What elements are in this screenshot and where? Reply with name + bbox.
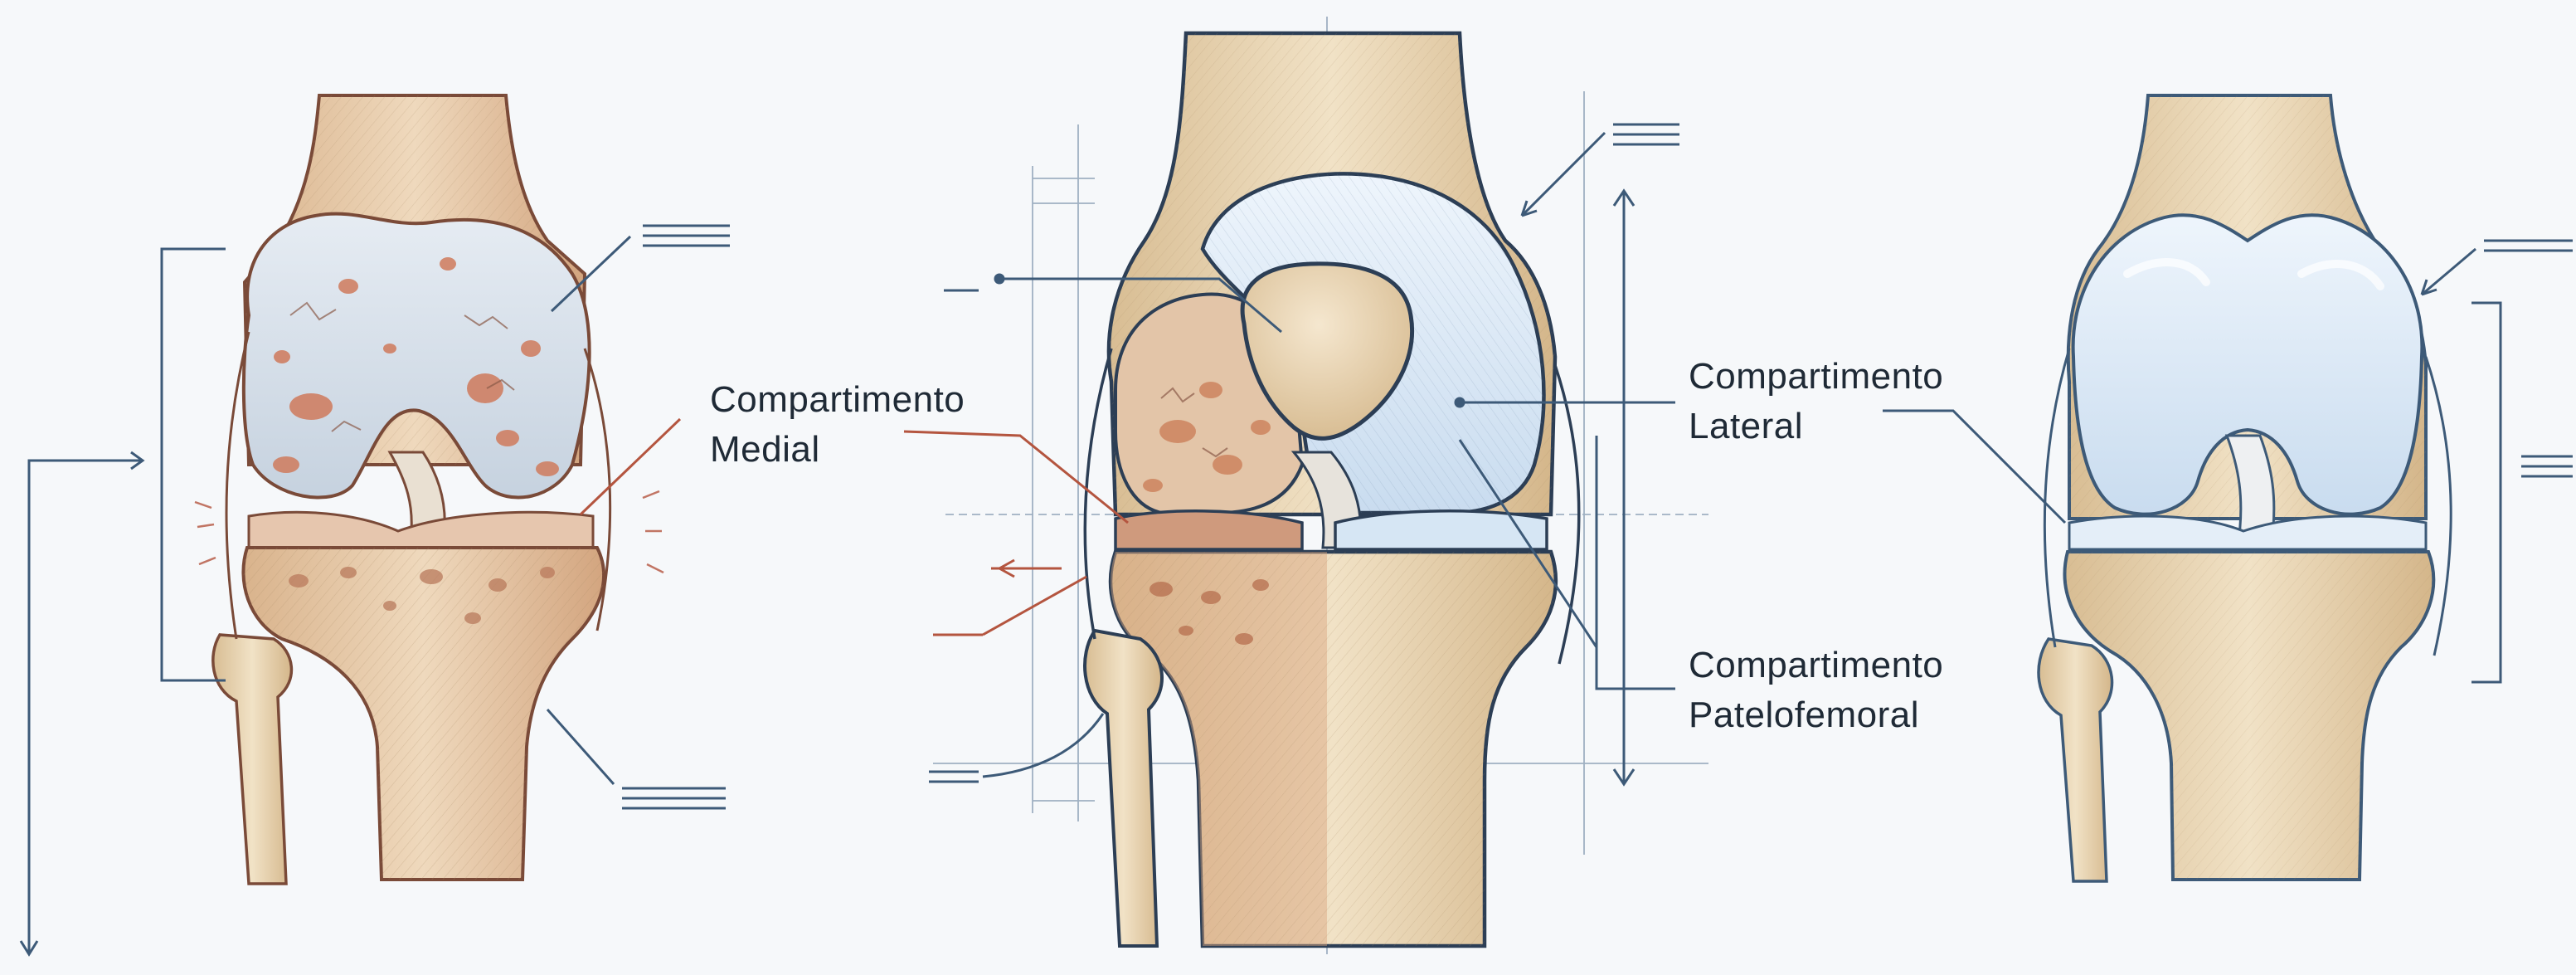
fibula-right (2039, 639, 2112, 881)
label-patelofemoral-line1: Compartimento (1689, 641, 1943, 690)
label-lateral-compartment: Compartimento Lateral (1689, 352, 1943, 451)
arrow-down-left-icon-right (2422, 249, 2476, 295)
label-lateral-line1: Compartimento (1689, 352, 1943, 402)
knee-left-damaged (195, 95, 663, 884)
label-medial-line2: Medial (710, 425, 965, 475)
arrow-down-left-icon (1522, 133, 1605, 216)
meniscus-lateral-healthy (1335, 511, 1547, 549)
left-arrow-icon (29, 461, 141, 953)
knee-right-healthy (2039, 95, 2451, 881)
label-patelofemoral-compartment: Compartimento Patelofemoral (1689, 641, 1943, 740)
label-medial-compartment: Compartimento Medial (710, 375, 965, 475)
leader-patelofemoral (1597, 436, 1675, 689)
meniscus-medial-damaged (1115, 511, 1302, 549)
left-bracket (162, 249, 226, 680)
label-patelofemoral-line2: Patelofemoral (1689, 690, 1943, 740)
knee-center-comparison (933, 17, 1708, 954)
label-medial-line1: Compartimento (710, 375, 965, 425)
right-bracket (2472, 303, 2501, 682)
fibula-center (1085, 631, 1162, 946)
fibula-left (213, 635, 292, 884)
label-lateral-line2: Lateral (1689, 402, 1943, 451)
